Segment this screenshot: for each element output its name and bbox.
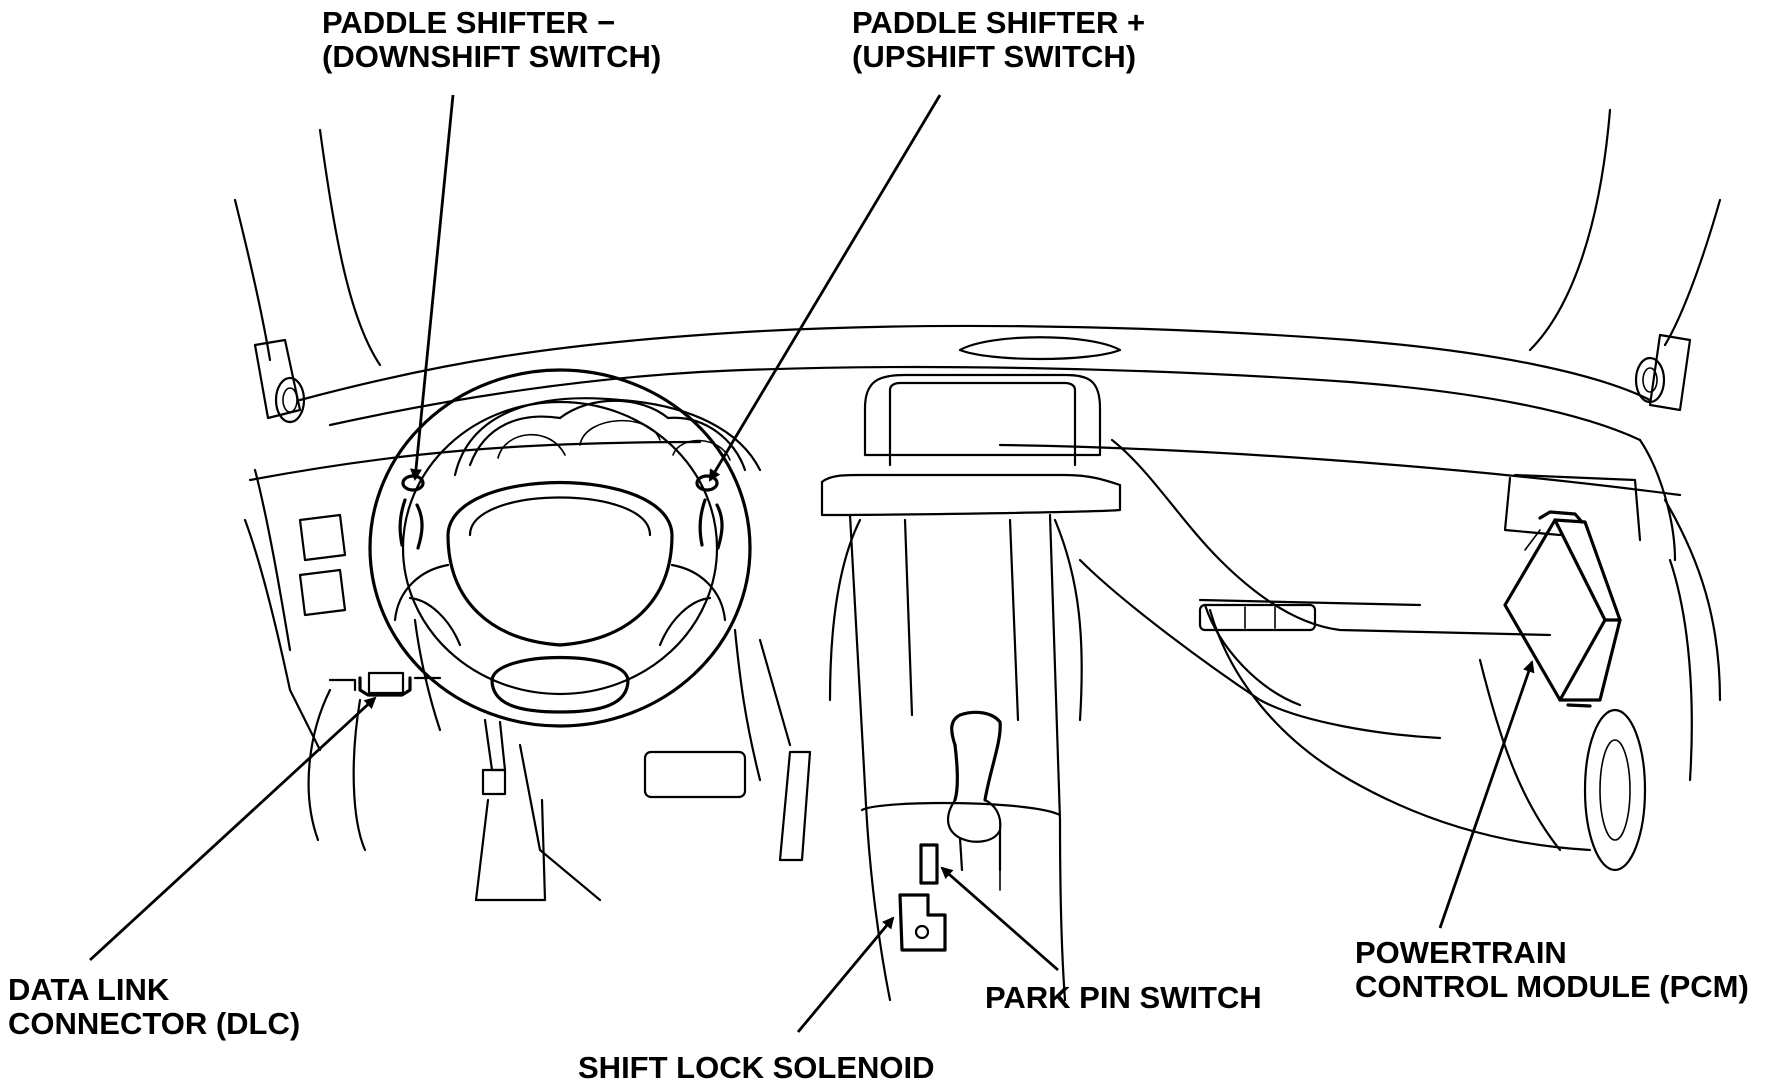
pcm-label: POWERTRAIN CONTROL MODULE (PCM) [1355,935,1749,1004]
leader-lines [89,94,1535,1033]
dashboard-lineart [233,108,1722,1002]
dlc-leader [89,696,377,962]
paddle-minus-leader [410,94,455,481]
shift-lock-leader [796,916,895,1033]
park-pin-label: PARK PIN SWITCH [985,980,1262,1015]
paddle-plus-leader [708,94,942,482]
dlc-label: DATA LINK CONNECTOR (DLC) [8,972,300,1041]
callout-labels: PADDLE SHIFTER − (DOWNSHIFT SWITCH) PADD… [8,5,1749,1085]
park-pin-leader [940,866,1059,972]
pcm-leader [1438,660,1535,929]
shift-lock-label: SHIFT LOCK SOLENOID [578,1050,935,1085]
paddle-minus-label: PADDLE SHIFTER − (DOWNSHIFT SWITCH) [322,5,661,74]
paddle-plus-label: PADDLE SHIFTER + (UPSHIFT SWITCH) [852,5,1154,74]
